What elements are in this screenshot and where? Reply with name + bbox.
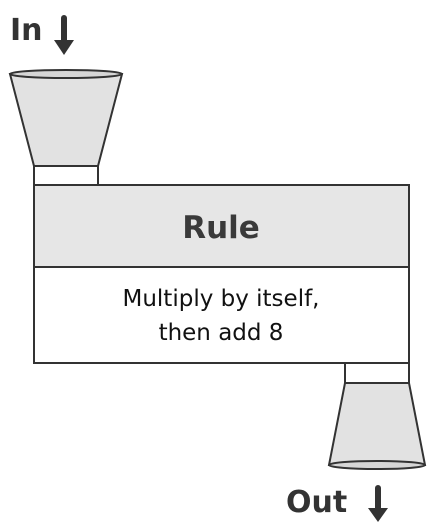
rule-title: Rule [182,210,260,246]
output-label: Out [286,485,347,520]
rule-box [33,184,410,364]
input-funnel [8,69,124,187]
input-arrow-icon [54,15,74,55]
rule-text-line2: then add 8 [159,320,284,346]
rule-text-line1: Multiply by itself, [123,286,320,312]
output-funnel [327,362,427,470]
input-label: In [10,13,43,48]
output-arrow-icon [368,485,388,522]
rule-body [33,266,410,364]
